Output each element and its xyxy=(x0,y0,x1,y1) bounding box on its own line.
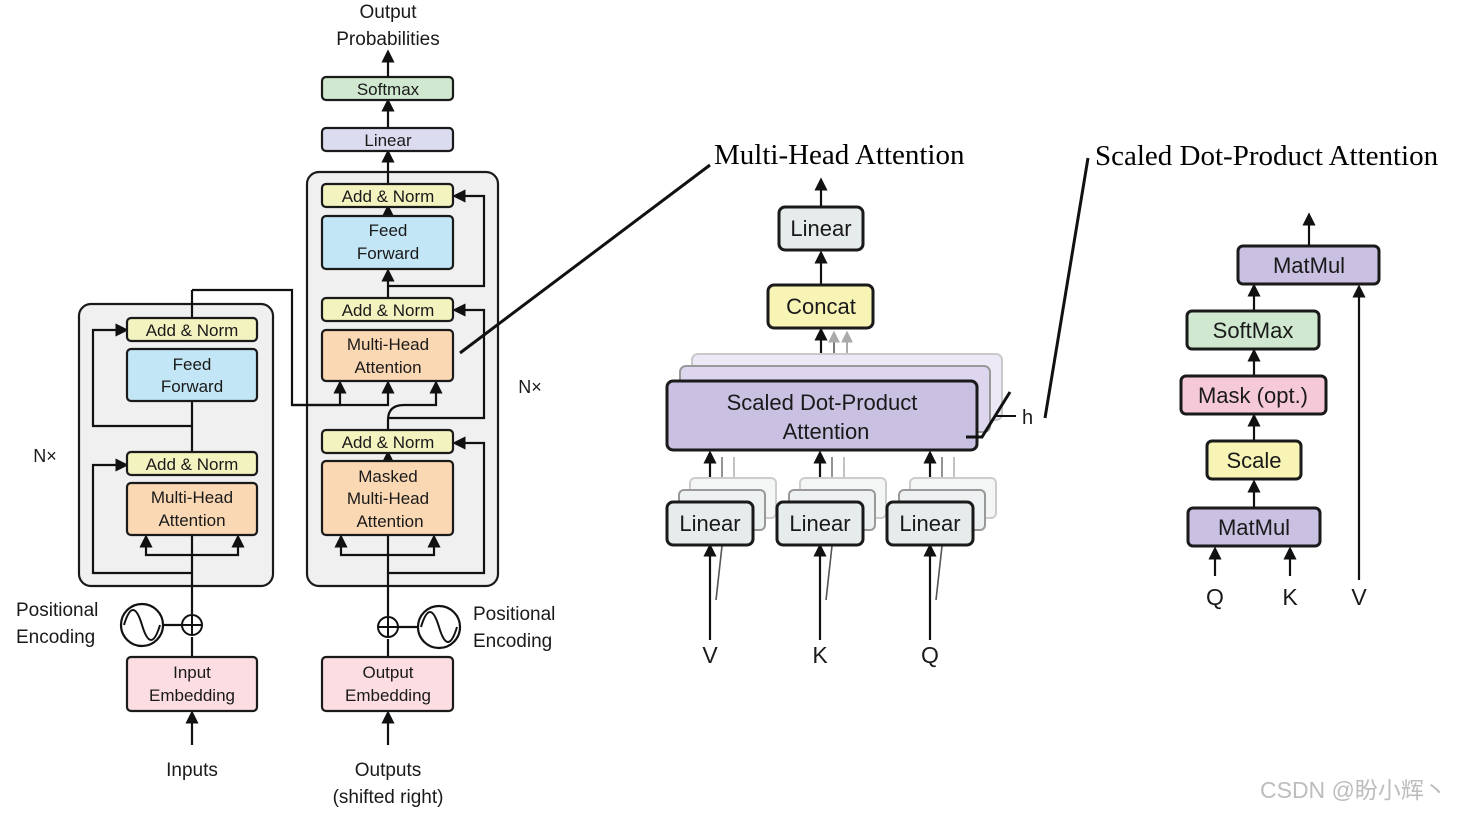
svg-text:Add & Norm: Add & Norm xyxy=(342,187,435,206)
svg-text:Add & Norm: Add & Norm xyxy=(146,455,239,474)
svg-text:SoftMax: SoftMax xyxy=(1213,318,1294,343)
positional-encoding-label-left: Positional xyxy=(16,600,98,621)
mha-linear-k: Linear xyxy=(775,500,865,547)
outputs-label: Outputs xyxy=(355,760,422,781)
output-embedding: Output Embedding xyxy=(320,655,455,713)
output-probabilities-label: Output xyxy=(359,2,417,23)
sdpa-mask: Mask (opt.) xyxy=(1179,374,1328,416)
mha-linear-top: Linear xyxy=(777,205,865,252)
svg-text:Linear: Linear xyxy=(789,511,850,536)
decoder-masked-multi-head-attention: Masked Multi-Head Attention xyxy=(320,459,455,537)
encoder-feed-forward: Feed Forward xyxy=(125,347,259,403)
mha-input-q: Q xyxy=(921,642,939,668)
sdpa-input-k: K xyxy=(1282,584,1298,610)
sdpa-matmul-bottom: MatMul xyxy=(1186,506,1322,548)
decoder-feed-forward: Feed Forward xyxy=(320,214,455,271)
mha-title: Multi-Head Attention xyxy=(714,139,965,171)
zoom-line-sdpa xyxy=(1043,157,1090,419)
svg-text:Scale: Scale xyxy=(1226,448,1281,473)
positional-encoding-wave-icon xyxy=(119,602,165,648)
svg-text:Multi-Head: Multi-Head xyxy=(151,488,233,507)
decoder-add-norm-top: Add & Norm xyxy=(320,182,455,209)
decoder-nx-label: N× xyxy=(518,377,542,397)
positional-encoding-label-left: Encoding xyxy=(16,627,95,648)
svg-text:Forward: Forward xyxy=(161,377,223,396)
svg-text:Attention: Attention xyxy=(356,512,423,531)
mha-concat: Concat xyxy=(766,283,875,330)
watermark: CSDN @盼小辉丶 xyxy=(1260,777,1447,803)
svg-text:Concat: Concat xyxy=(786,294,856,319)
svg-text:Embedding: Embedding xyxy=(345,686,431,705)
decoder-add-norm-middle: Add & Norm xyxy=(320,296,455,323)
output-softmax: Softmax xyxy=(320,75,455,102)
encoder-nx-label: N× xyxy=(33,446,57,466)
svg-text:Linear: Linear xyxy=(899,511,960,536)
mha-input-v: V xyxy=(702,642,718,668)
encoder-stack xyxy=(77,302,275,588)
svg-text:Attention: Attention xyxy=(354,358,421,377)
svg-text:Multi-Head: Multi-Head xyxy=(347,489,429,508)
positional-encoding-wave-icon xyxy=(416,604,462,650)
decoder-multi-head-attention: Multi-Head Attention xyxy=(320,328,455,383)
svg-text:Output: Output xyxy=(362,663,413,682)
svg-text:Add & Norm: Add & Norm xyxy=(146,321,239,340)
svg-text:Linear: Linear xyxy=(679,511,740,536)
mha-linear-q: Linear xyxy=(885,500,975,547)
heads-h-label: h xyxy=(1022,407,1033,429)
zoom-line-mha xyxy=(459,163,711,355)
svg-text:Linear: Linear xyxy=(364,131,412,150)
svg-text:Embedding: Embedding xyxy=(149,686,235,705)
svg-text:Feed: Feed xyxy=(369,221,408,240)
svg-text:MatMul: MatMul xyxy=(1273,253,1345,278)
svg-text:Linear: Linear xyxy=(790,216,851,241)
positional-encoding-label-right: Encoding xyxy=(473,631,552,652)
sdpa-matmul-top: MatMul xyxy=(1236,244,1381,286)
svg-text:Mask (opt.): Mask (opt.) xyxy=(1198,383,1308,408)
encoder-add-norm-top: Add & Norm xyxy=(125,316,259,343)
outputs-label: (shifted right) xyxy=(333,787,444,808)
sdpa-input-q: Q xyxy=(1206,584,1224,610)
sdpa-title: Scaled Dot-Product Attention xyxy=(1095,140,1439,172)
svg-text:Input: Input xyxy=(173,663,211,682)
svg-text:Feed: Feed xyxy=(173,355,212,374)
inputs-label: Inputs xyxy=(166,760,218,781)
encoder-multi-head-attention: Multi-Head Attention xyxy=(125,481,259,537)
sdpa-connections xyxy=(1208,212,1366,580)
svg-text:Add & Norm: Add & Norm xyxy=(342,433,435,452)
svg-text:Softmax: Softmax xyxy=(357,80,420,99)
svg-text:Multi-Head: Multi-Head xyxy=(347,335,429,354)
mha-scaled-dot-product-attention: Scaled Dot-Product Attention xyxy=(665,379,979,452)
encoder-add-norm-bottom: Add & Norm xyxy=(125,450,259,477)
output-linear: Linear xyxy=(320,126,455,153)
svg-text:Masked: Masked xyxy=(358,467,418,486)
mha-input-k: K xyxy=(812,642,828,668)
svg-text:Add & Norm: Add & Norm xyxy=(342,301,435,320)
sdpa-input-v: V xyxy=(1351,584,1367,610)
mha-linear-v: Linear xyxy=(665,500,755,547)
svg-text:Attention: Attention xyxy=(158,511,225,530)
positional-encoding-label-right: Positional xyxy=(473,604,555,625)
decoder-add-norm-bottom: Add & Norm xyxy=(320,428,455,455)
svg-text:Scaled Dot-Product: Scaled Dot-Product xyxy=(727,390,918,415)
svg-text:MatMul: MatMul xyxy=(1218,515,1290,540)
input-embedding: Input Embedding xyxy=(125,655,259,713)
svg-text:Forward: Forward xyxy=(357,244,419,263)
sdpa-scale: Scale xyxy=(1205,439,1303,481)
heads-bracket xyxy=(966,391,1012,439)
output-probabilities-label: Probabilities xyxy=(336,29,440,50)
svg-text:Attention: Attention xyxy=(783,419,870,444)
sdpa-softmax: SoftMax xyxy=(1185,309,1321,351)
